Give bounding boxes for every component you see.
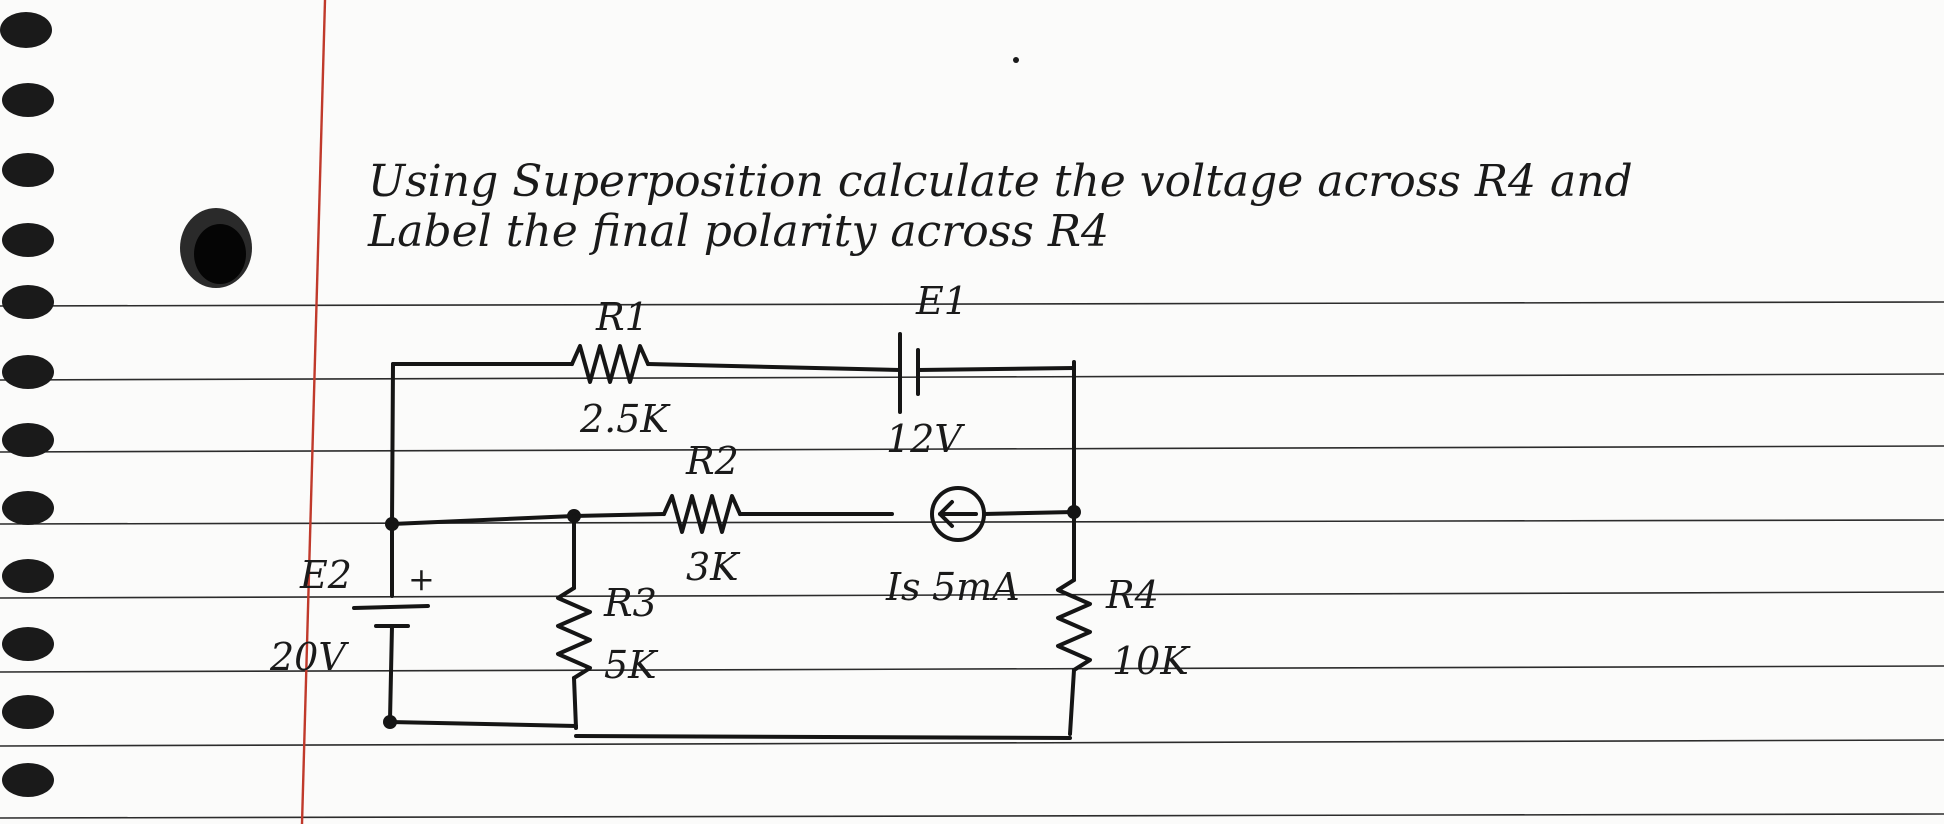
e2-name: E2 [299, 553, 352, 597]
rule-line [0, 591, 1944, 599]
node-dot [1067, 505, 1081, 519]
question-line-2: Label the final polarity across R4 [367, 206, 1109, 257]
r4-value: 10K [1112, 639, 1191, 683]
wire [1068, 668, 1076, 736]
wire [572, 512, 666, 518]
battery-e2-plate-long [352, 604, 430, 610]
rule-line [0, 519, 1944, 525]
r3-name: R3 [603, 581, 657, 625]
wire [390, 514, 576, 526]
punch-hole-icon [180, 208, 252, 288]
resistor-r2-symbol [662, 494, 742, 534]
resistor-r3-symbol [556, 586, 592, 680]
wire [982, 510, 1076, 516]
plus-sign: + [408, 560, 435, 598]
is-value: 5mA [932, 565, 1020, 609]
e2-value: 20V [269, 635, 349, 679]
wire [574, 734, 1072, 740]
e1-name: E1 [915, 279, 968, 323]
rule-line [0, 301, 1944, 307]
wire [388, 720, 578, 728]
r2-value: 3K [686, 545, 741, 589]
question-line-1: Using Superposition calculate the voltag… [368, 156, 1633, 207]
margin-line [300, 0, 327, 824]
spiral-binding-icon [0, 12, 54, 797]
resistor-r1-symbol [570, 344, 650, 384]
r1-value: 2.5K [579, 397, 671, 441]
circuit: + [352, 332, 1092, 740]
r3-value: 5K [604, 643, 659, 687]
rule-line [0, 373, 1944, 381]
r1-name: R1 [595, 295, 649, 339]
wire [572, 676, 578, 730]
wire [646, 362, 902, 372]
is-name: Is [885, 565, 921, 609]
resistor-r4-symbol [1056, 578, 1092, 672]
rule-line [0, 739, 1944, 747]
left-arrow-icon [938, 500, 978, 528]
r4-name: R4 [1105, 573, 1159, 617]
wire [388, 624, 394, 722]
ruled-lines [0, 301, 1944, 819]
rule-line [0, 445, 1944, 453]
wire [916, 366, 1076, 372]
r2-name: R2 [685, 439, 739, 483]
rule-line [0, 813, 1944, 819]
rule-line [0, 665, 1944, 673]
ink-dot [1013, 57, 1019, 63]
e1-value: 12V [886, 417, 965, 461]
